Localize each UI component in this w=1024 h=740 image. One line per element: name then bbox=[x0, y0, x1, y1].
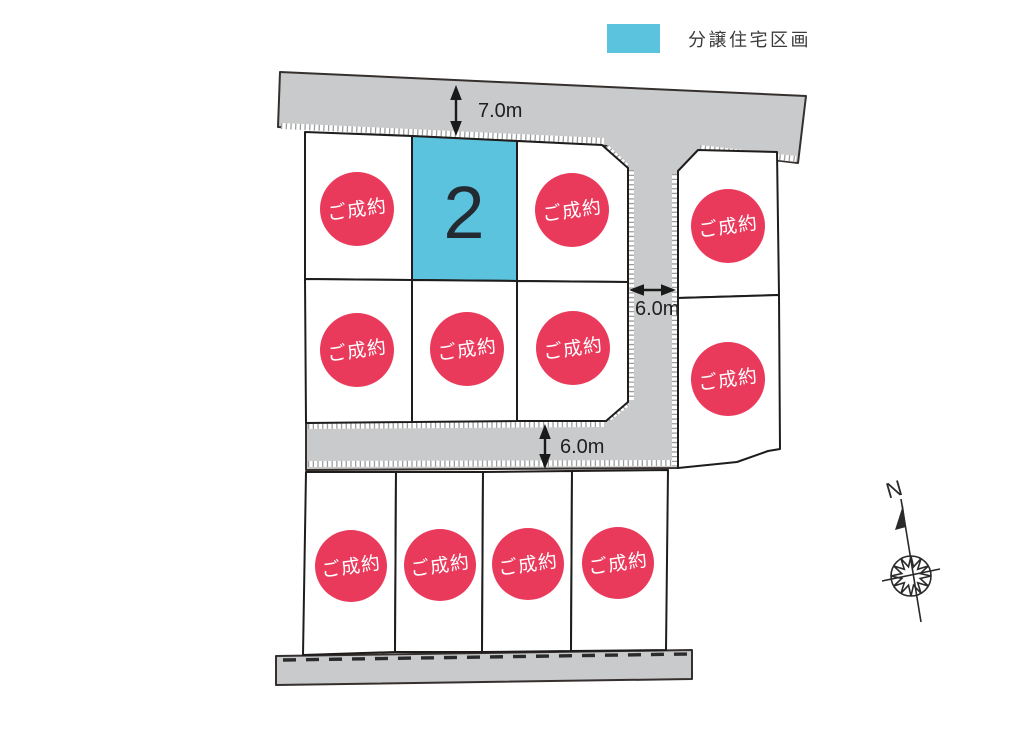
sold-badges: ご成約 ご成約 ご成約 ご成約 ご成約 ご成約 ご成約 ご成約 bbox=[315, 172, 765, 602]
sold-badge: ご成約 bbox=[320, 172, 394, 246]
sold-badge-circle bbox=[582, 527, 654, 599]
dimension-label-top-road: 7.0m bbox=[478, 100, 522, 122]
sold-badge: ご成約 bbox=[315, 530, 387, 602]
dimension-middle-road: 6.0m bbox=[539, 424, 604, 469]
road-hatch-marks bbox=[280, 123, 797, 467]
sold-badge-circle bbox=[492, 528, 564, 600]
dimension-label-side-road: 6.0m bbox=[635, 298, 679, 320]
sold-badge-circle bbox=[536, 311, 610, 385]
sold-badge: ご成約 bbox=[582, 527, 654, 599]
sold-badge: ご成約 bbox=[691, 342, 765, 416]
sold-badge-circle bbox=[320, 172, 394, 246]
sold-badge: ご成約 bbox=[404, 529, 476, 601]
compass-north-label: N bbox=[883, 475, 905, 503]
sold-badge-circle bbox=[320, 313, 394, 387]
dimension-side-road: 6.0m bbox=[629, 284, 679, 320]
sold-badge-circle bbox=[404, 529, 476, 601]
sold-badge-circle bbox=[430, 312, 504, 386]
compass-arrowhead bbox=[895, 505, 906, 530]
dimension-top-road: 7.0m bbox=[450, 85, 522, 136]
sold-badge-circle bbox=[691, 189, 765, 263]
compass-star bbox=[890, 555, 932, 597]
sold-badge: ご成約 bbox=[535, 173, 609, 247]
dimension-label-middle-road: 6.0m bbox=[560, 436, 604, 458]
compass: N bbox=[881, 475, 941, 623]
roads bbox=[275, 71, 807, 686]
legend: 分譲住宅区画 bbox=[607, 24, 811, 53]
sold-badge-circle bbox=[535, 173, 609, 247]
legend-label: 分譲住宅区画 bbox=[688, 30, 811, 50]
sold-badge: ご成約 bbox=[430, 312, 504, 386]
legend-swatch bbox=[607, 24, 660, 53]
sold-badge-circle bbox=[691, 342, 765, 416]
sold-badge: ご成約 bbox=[691, 189, 765, 263]
sold-badge: ご成約 bbox=[320, 313, 394, 387]
sold-badge-circle bbox=[315, 530, 387, 602]
available-lot-number: 2 bbox=[443, 171, 484, 254]
sold-badge: ご成約 bbox=[492, 528, 564, 600]
sold-badge: ご成約 bbox=[536, 311, 610, 385]
